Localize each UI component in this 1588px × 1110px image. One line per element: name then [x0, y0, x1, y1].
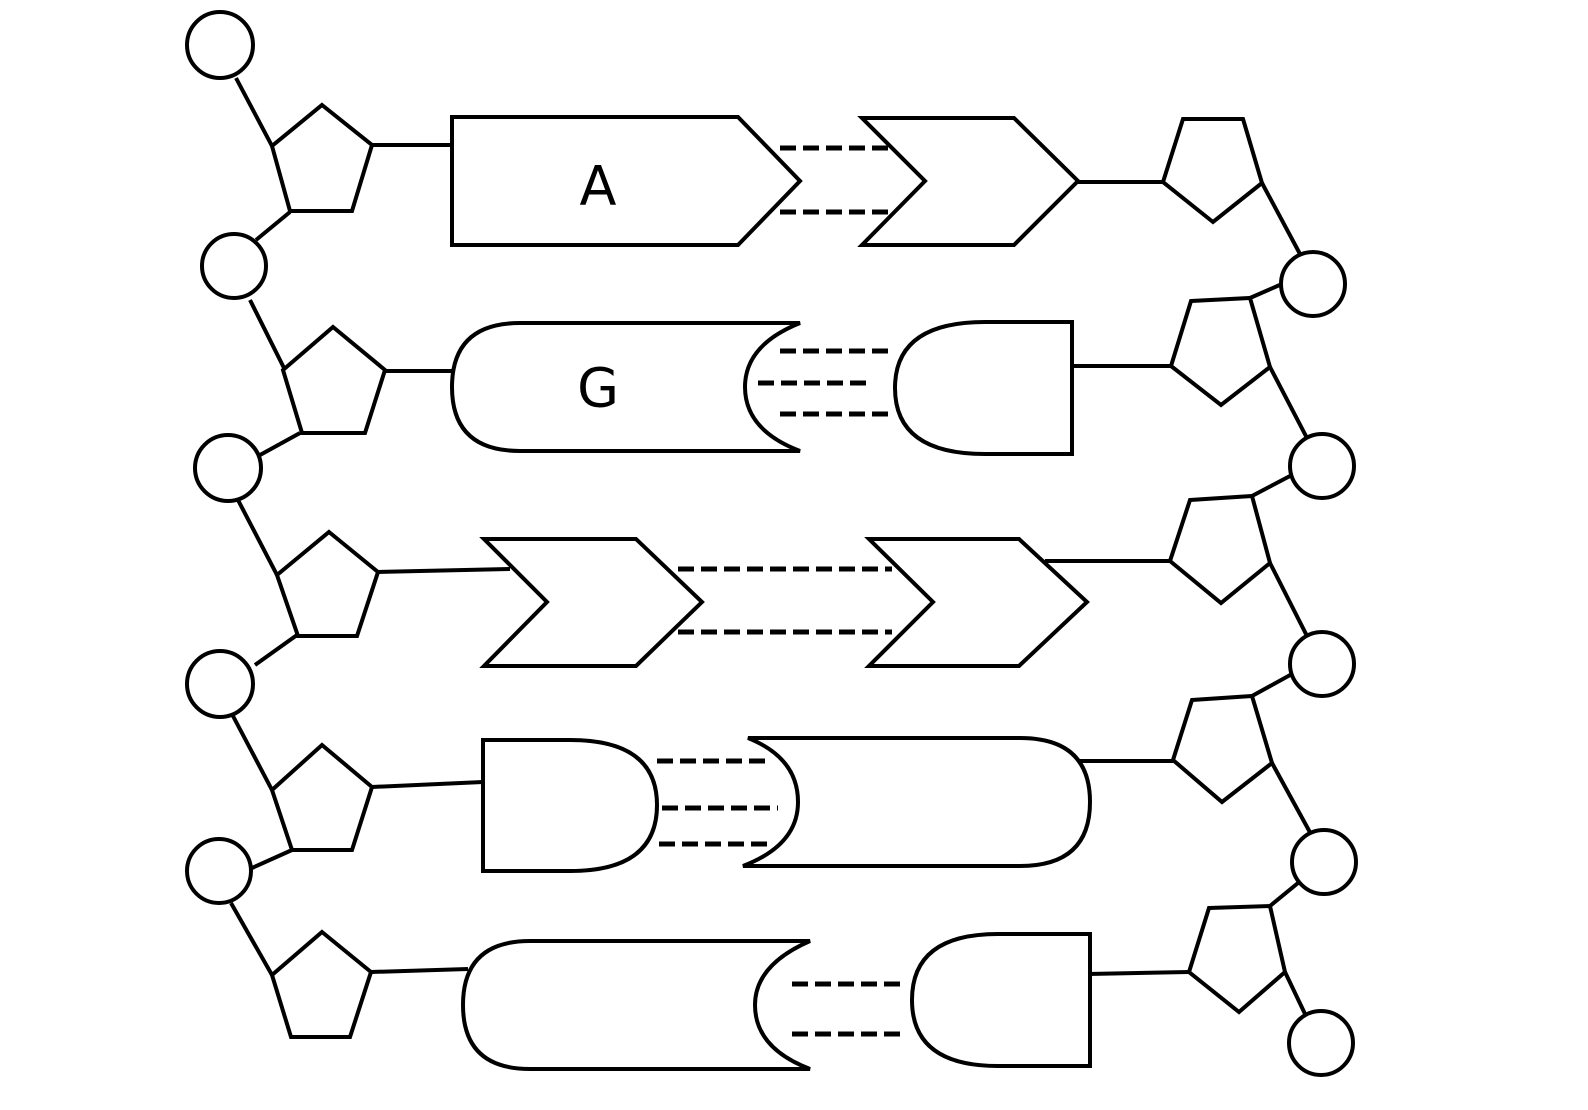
- backbone-bond: [259, 431, 301, 457]
- base-thymine: [857, 116, 1081, 247]
- glycosidic-bond: [1087, 970, 1190, 976]
- sugar-pentagon: [280, 324, 388, 435]
- base-guanine: [449, 321, 801, 453]
- backbone-bond: [251, 848, 293, 870]
- sugar-pentagon: [1186, 903, 1288, 1015]
- glycosidic-bond: [371, 780, 484, 789]
- base-guanine: [742, 736, 1093, 868]
- phosphate-circle: [1288, 630, 1356, 698]
- phosphate-circle: [185, 10, 255, 80]
- base-pair-1: A: [372, 115, 1163, 247]
- sugar-pentagon: [274, 529, 381, 638]
- glycosidic-bond: [370, 967, 469, 974]
- backbone-bond: [254, 210, 292, 242]
- backbone-bond: [1268, 366, 1310, 441]
- base-pair-2: G: [385, 320, 1171, 456]
- backbone-bond: [253, 633, 299, 667]
- base-thymine: [479, 537, 705, 668]
- base-pair-4: [371, 736, 1173, 873]
- sugar-pentagon: [269, 102, 375, 213]
- base-label-left: G: [577, 357, 619, 420]
- base-cytosine: [909, 932, 1092, 1068]
- phosphate-circle: [185, 649, 255, 719]
- sugar-pentagon: [1160, 117, 1265, 225]
- backbone-bond: [1260, 182, 1302, 255]
- phosphate-circle: [193, 433, 263, 503]
- backbone-bond: [1251, 474, 1291, 498]
- base-adenine: [864, 537, 1090, 668]
- sugar-pentagon: [1170, 693, 1275, 805]
- base-cytosine: [481, 738, 660, 873]
- backbone-bond: [1270, 762, 1314, 837]
- backbone-bond: [1268, 562, 1310, 639]
- base-label-left: A: [580, 155, 617, 218]
- backbone-bond: [1249, 282, 1283, 300]
- backbone-bond: [248, 299, 287, 371]
- phosphate-circle: [1287, 1009, 1355, 1077]
- phosphate-circle: [1279, 250, 1347, 318]
- base-cytosine: [892, 320, 1074, 456]
- backbone-bond: [231, 715, 274, 791]
- sugar-pentagon: [269, 929, 374, 1039]
- sugar-pentagon: [269, 742, 375, 852]
- phosphate-circle: [200, 232, 268, 300]
- backbone-bond: [229, 902, 274, 976]
- phosphate-circle: [1288, 432, 1356, 500]
- phosphate-circle: [1290, 828, 1358, 896]
- sugar-pentagon: [1167, 493, 1273, 606]
- backbone-bond: [1251, 672, 1293, 698]
- base-pair-3: [377, 537, 1170, 668]
- backbone-bond: [236, 499, 279, 576]
- backbone-bond: [234, 77, 274, 147]
- backbone-bond: [1283, 971, 1308, 1017]
- right-backbone: [1160, 117, 1358, 1077]
- base-guanine: [460, 939, 811, 1071]
- sugar-pentagon: [1168, 295, 1273, 408]
- glycosidic-bond: [377, 567, 511, 574]
- base-pair-5: [370, 932, 1190, 1071]
- phosphate-circle: [185, 837, 253, 905]
- backbone-bond: [1268, 881, 1300, 908]
- left-backbone: [185, 10, 388, 1039]
- base-adenine: [450, 115, 803, 247]
